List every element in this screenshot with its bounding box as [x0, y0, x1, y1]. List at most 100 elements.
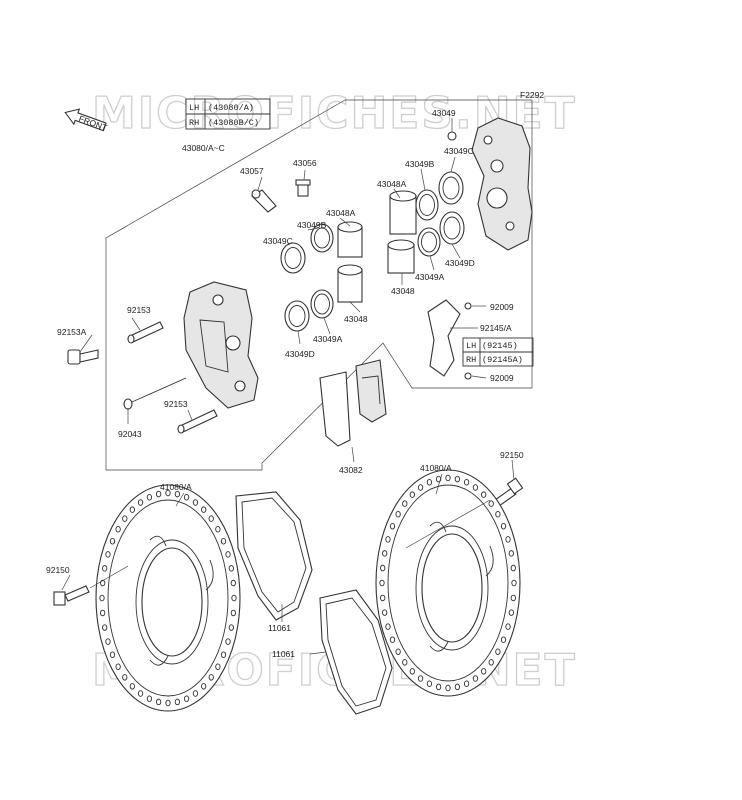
disc-hole — [220, 537, 227, 545]
disc-hole — [208, 674, 214, 681]
bracket-table-side-rh: RH — [466, 355, 476, 365]
disc-hole — [510, 594, 516, 602]
disc-hole — [102, 565, 108, 572]
callout-92153-upper: 92153 — [127, 305, 151, 315]
disc-hole — [472, 484, 479, 491]
callout-43048-left: 43048 — [344, 314, 368, 324]
disc-hole — [215, 663, 221, 671]
bleeder-cap-43049 — [447, 131, 457, 141]
gasket-11061-lower — [319, 589, 393, 715]
disc-hole — [417, 484, 424, 491]
piston-seal-stack-right — [387, 131, 465, 274]
disc-hole — [389, 522, 396, 530]
disc-hole — [445, 474, 451, 482]
callout-43048-right: 43048 — [391, 286, 415, 296]
leader-lines — [61, 118, 515, 655]
disc-hole — [100, 609, 106, 617]
table-part-rh: (43080B/C) — [208, 118, 259, 128]
disc-hole — [426, 479, 433, 486]
disc-hole — [426, 680, 433, 687]
table-part-lh: (43080/A) — [208, 103, 254, 113]
lh-rh-table-caliper: LH (43080/A) RH (43080B/C) — [185, 98, 271, 130]
disc-hole — [495, 510, 501, 518]
disc-hole — [231, 594, 237, 602]
callout-43049: 43049 — [432, 108, 456, 118]
disc-hole — [225, 638, 231, 645]
disc-hole — [174, 490, 181, 498]
disc-hole — [508, 609, 514, 616]
disc-hole — [380, 564, 386, 572]
table-side-rh: RH — [189, 118, 199, 128]
piston-43048a-left — [337, 221, 363, 258]
callout-43082: 43082 — [339, 465, 363, 475]
brake-disc-right — [375, 469, 521, 697]
table-side-lh: LH — [189, 103, 199, 113]
brake-disc-left — [95, 484, 241, 712]
callout-43049b-left: 43049B — [297, 220, 327, 230]
bracket-table-part-lh: (92145) — [482, 341, 518, 351]
disc-hole — [109, 651, 116, 659]
callout-92153-lower: 92153 — [164, 399, 188, 409]
bolt-92043 — [123, 377, 187, 410]
disc-hole — [385, 536, 391, 543]
disc-hole — [505, 536, 511, 543]
disc-hole — [409, 668, 415, 675]
disc-hole — [228, 624, 234, 631]
callout-92043: 92043 — [118, 429, 142, 439]
bracket-table-part-rh: (92145A) — [482, 355, 523, 365]
disc-hole — [115, 663, 121, 671]
disc-hole — [165, 489, 171, 497]
disc-hole — [102, 624, 108, 631]
disc-hole — [230, 609, 236, 617]
disc-hole — [105, 551, 111, 558]
disc-hole — [183, 695, 190, 702]
callout-43049a-left: 43049A — [313, 334, 343, 344]
disc-hole — [511, 579, 517, 587]
disc-hole — [137, 499, 144, 506]
callout-92150-right: 92150 — [500, 450, 524, 460]
bolt-92150-right — [494, 477, 524, 507]
disc-hole — [380, 594, 386, 602]
disc-hole — [402, 500, 408, 507]
disc-hole — [225, 551, 231, 558]
disc-hole — [481, 668, 487, 675]
disc-hole — [192, 499, 199, 506]
piston-43048-left — [337, 264, 363, 303]
disc-hole — [510, 564, 516, 572]
disc-hole — [208, 515, 214, 522]
disc-hole — [454, 475, 461, 483]
disc-hole — [220, 651, 227, 659]
piston-43048a-right — [389, 190, 417, 235]
caliper-right-half — [471, 117, 533, 251]
disc-hole — [100, 579, 106, 587]
bleed-valve-43057 — [251, 189, 277, 213]
disc-hole — [382, 609, 388, 616]
disc-hole — [488, 500, 494, 507]
disc-hole — [508, 550, 514, 557]
disc-hole — [155, 490, 162, 498]
disc-hole — [129, 683, 135, 690]
caliper-assembly-outline — [105, 99, 533, 471]
disc-hole — [228, 565, 234, 572]
disc-hole — [435, 683, 442, 691]
disc-hole — [115, 525, 121, 533]
callout-92145: 92145/A — [480, 323, 512, 333]
brake-pads-43082 — [319, 359, 387, 447]
callout-43048a-right: 43048A — [377, 179, 407, 189]
bolt-92150-left — [53, 585, 90, 606]
disc-hole — [382, 550, 388, 557]
disc-hole — [417, 675, 424, 682]
callout-92153a: 92153A — [57, 327, 87, 337]
disc-hole — [488, 659, 494, 666]
disc-hole — [500, 636, 507, 644]
disc-hole — [146, 494, 153, 501]
disc-hole — [472, 675, 479, 682]
callout-43048a-left: 43048A — [326, 208, 356, 218]
disc-hole — [192, 690, 199, 697]
callout-92150-left: 92150 — [46, 565, 70, 575]
disc-hole — [105, 638, 111, 645]
bracket-table-side-lh: LH — [466, 341, 476, 351]
disc-hole — [215, 525, 221, 533]
disc-hole — [395, 648, 401, 656]
